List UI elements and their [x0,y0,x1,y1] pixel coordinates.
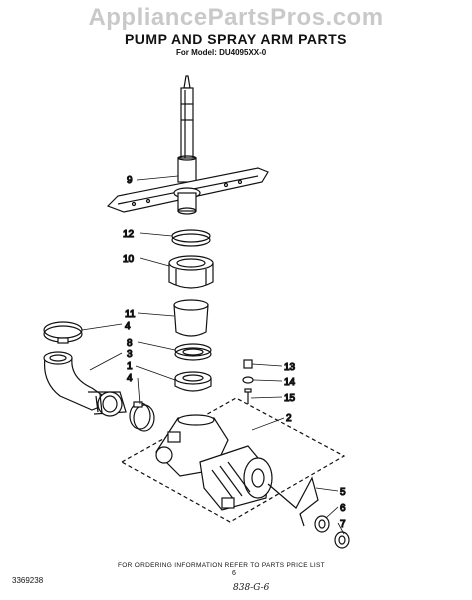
cap-7 [334,531,350,549]
model-subtitle: For Model: DU4095XX-0 [176,48,267,57]
seal-1 [174,371,212,392]
housing-10 [168,255,214,289]
hose-clamp-4-lower [129,401,155,432]
callout-5: 5 [340,487,346,498]
leader-lines [81,175,345,535]
seal-8 [174,343,212,361]
drain-hose-3 [43,351,127,417]
callout-6: 6 [340,503,346,514]
callout-10: 10 [123,254,135,265]
callout-8: 8 [127,338,133,349]
callout-2: 2 [286,413,292,424]
callout-7: 7 [340,519,346,530]
pump-motor [155,414,273,511]
callout-14: 14 [284,377,296,388]
callout-11: 11 [125,309,136,320]
callout-15: 15 [284,393,296,404]
hose-clamp-4-upper [43,321,83,344]
watermark: AppliancePartsPros.com [88,4,384,31]
ring-clamp-12 [171,229,211,247]
callout-9: 9 [127,175,133,186]
ordering-footer: FOR ORDERING INFORMATION REFER TO PARTS … [118,562,325,569]
nut-13 [243,359,253,369]
callout-13: 13 [284,362,296,373]
spray-arm [106,167,269,215]
callout-3: 3 [127,349,133,360]
callout-1: 1 [127,361,133,372]
wire-bracket-5 [267,476,319,527]
page-title: PUMP AND SPRAY ARM PARTS [124,31,348,47]
callout-4-lower: 4 [127,373,133,384]
spray-arm-tower [177,75,197,183]
washer-14 [242,376,254,384]
filter-11 [173,299,209,337]
grommet-6 [314,515,330,533]
drawing-code: 3369238 [12,576,44,585]
handwritten-note: 838-G-6 [233,583,270,593]
callout-4-upper: 4 [125,321,131,332]
screw-15 [244,388,252,404]
callout-12: 12 [123,229,135,240]
page-number: 6 [232,570,236,577]
